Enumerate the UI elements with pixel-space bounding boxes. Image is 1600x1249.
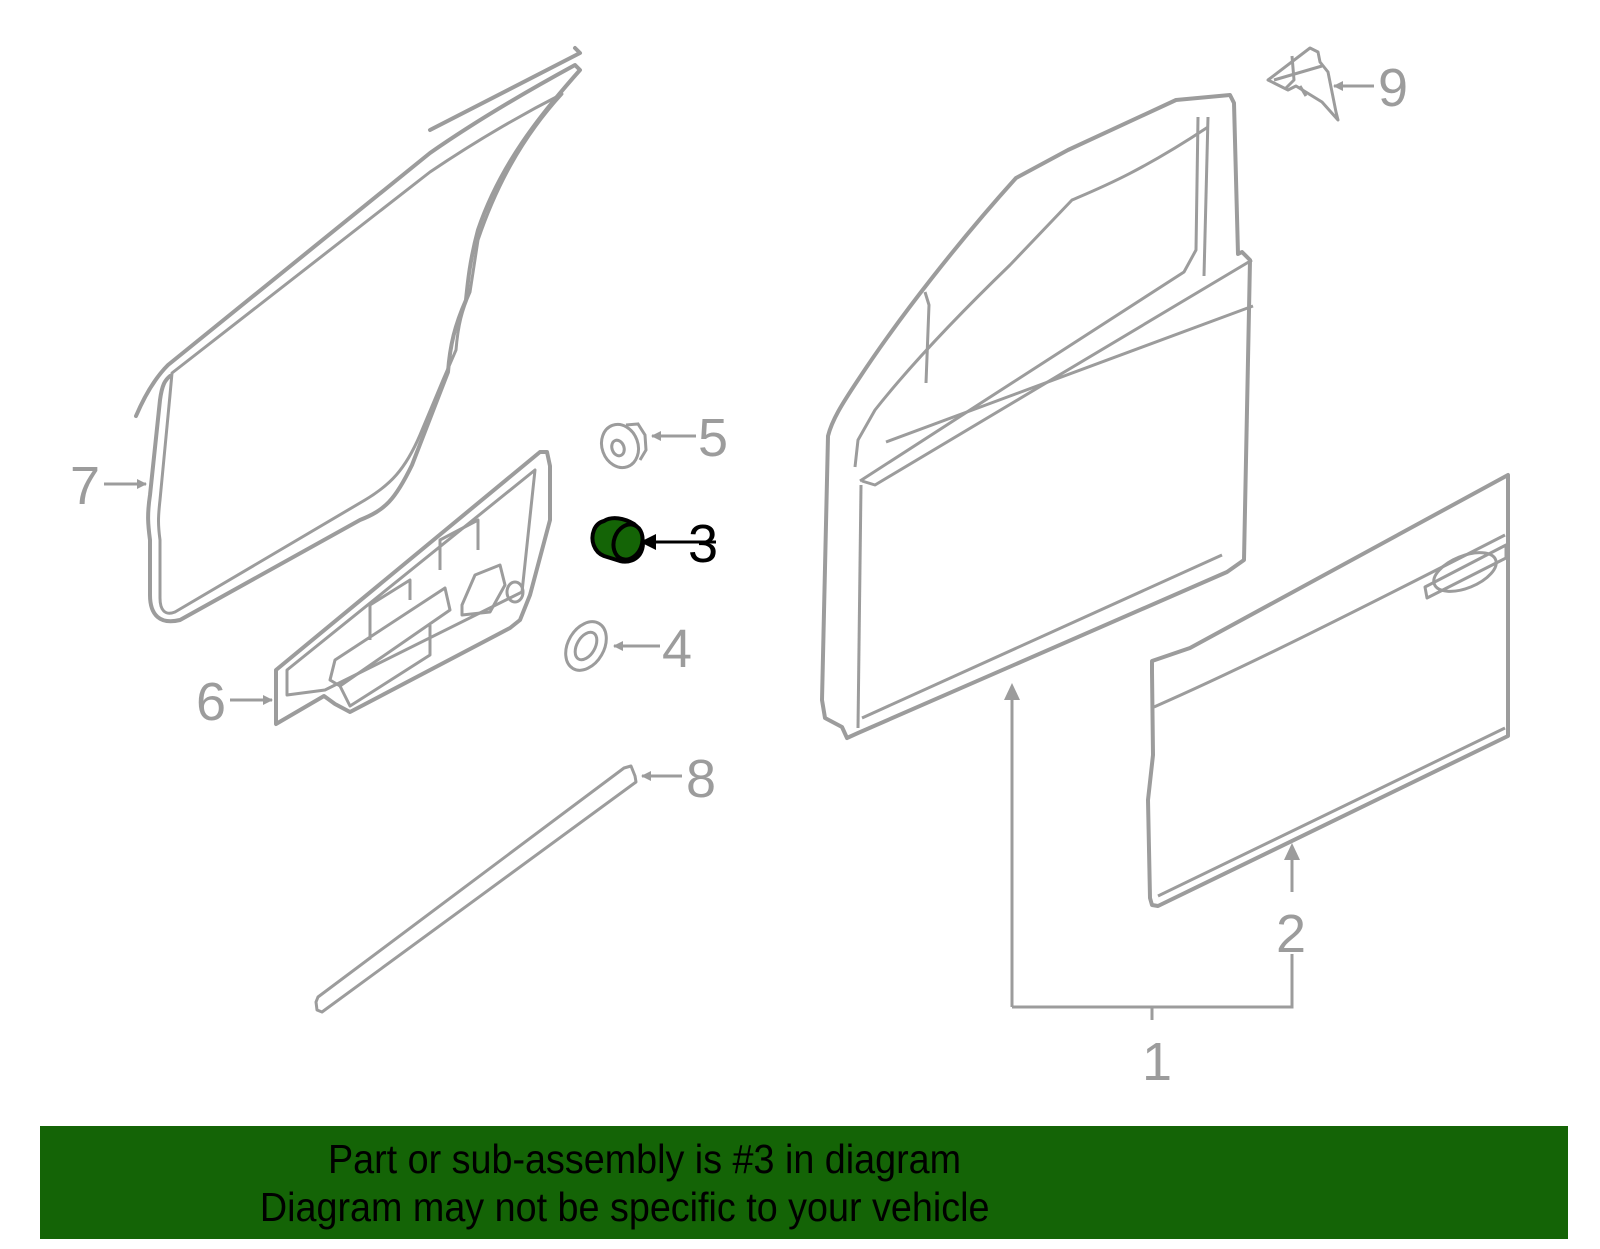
door-shell-part-1[interactable] xyxy=(820,93,1254,740)
bracket-part-9[interactable] xyxy=(1266,46,1340,122)
callout-1-2-leaders xyxy=(1004,683,1300,1020)
callout-3: 3 xyxy=(640,514,718,574)
weatherstrip-part-7[interactable] xyxy=(134,46,582,624)
molding-strip-part-8[interactable] xyxy=(314,764,638,1014)
callout-number-2: 2 xyxy=(1276,904,1306,964)
callout-number-6: 6 xyxy=(196,672,226,732)
callout-number-5: 5 xyxy=(698,408,728,468)
callout-5: 5 xyxy=(651,408,728,468)
trim-panel-part-6[interactable] xyxy=(274,450,552,726)
callout-9: 9 xyxy=(1333,58,1408,118)
callout-number-1: 1 xyxy=(1142,1032,1172,1092)
callout-number-4: 4 xyxy=(662,619,692,679)
banner-part-notice: Part or sub-assembly is #3 in diagram xyxy=(327,1135,962,1182)
outer-panel-part-2[interactable] xyxy=(1146,473,1510,908)
disclaimer-banner: Part or sub-assembly is #3 in diagram Di… xyxy=(40,1126,1568,1239)
bumper-part-3-highlighted[interactable] xyxy=(590,516,647,564)
washer-part-4[interactable] xyxy=(557,614,614,677)
callout-6: 6 xyxy=(196,672,273,732)
callout-7: 7 xyxy=(70,456,147,516)
callout-number-8: 8 xyxy=(686,749,716,809)
callout-8: 8 xyxy=(641,749,716,809)
clip-part-5[interactable] xyxy=(596,419,648,473)
callout-number-7: 7 xyxy=(70,456,100,516)
banner-vehicle-disclaimer: Diagram may not be specific to your vehi… xyxy=(259,1183,990,1230)
parts-diagram: 7 6 5 3 xyxy=(70,46,1510,1092)
callout-number-3: 3 xyxy=(688,514,718,574)
callout-number-9: 9 xyxy=(1378,58,1408,118)
callout-4: 4 xyxy=(613,619,692,679)
